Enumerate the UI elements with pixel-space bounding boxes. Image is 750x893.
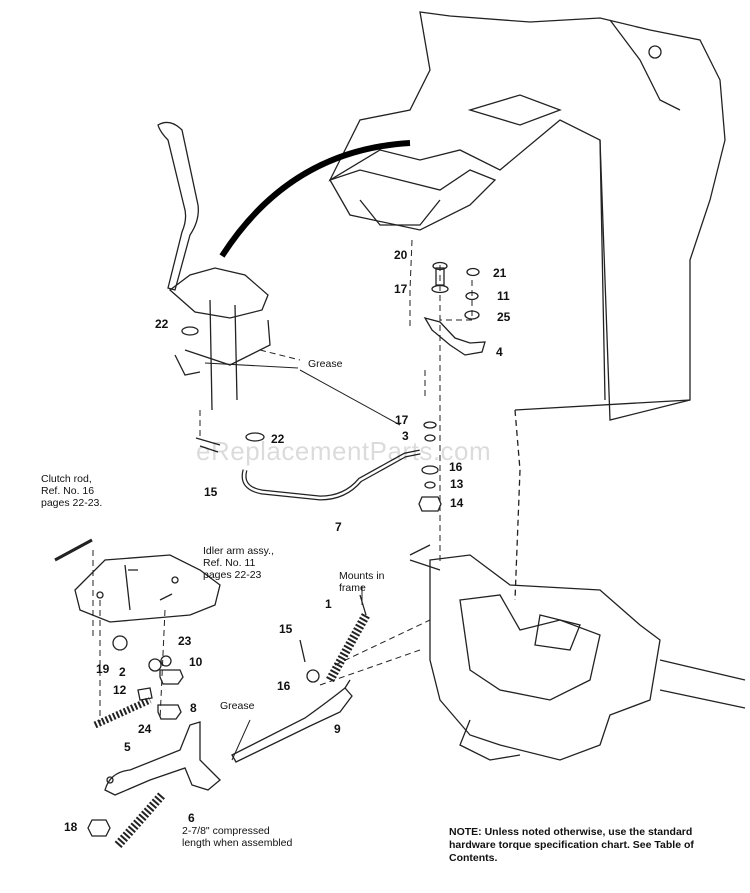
- callout-1: 1: [325, 597, 332, 611]
- clutch-rod: [54, 538, 93, 562]
- callout-8: 8: [190, 701, 197, 715]
- callout-15a: 15: [204, 485, 218, 499]
- spring-rod-assembly: [231, 594, 370, 763]
- callout-4: 4: [496, 345, 503, 359]
- chassis-frame: [328, 11, 726, 601]
- reference-lines: [92, 239, 473, 730]
- callout-6: 6: [188, 811, 195, 825]
- callout-16a: 16: [449, 460, 463, 474]
- transmission: [409, 544, 746, 761]
- callout-22a: 22: [155, 317, 169, 331]
- label-grease-bottom: Grease: [220, 700, 255, 712]
- callout-25: 25: [497, 310, 511, 324]
- callout-5: 5: [124, 740, 131, 754]
- callout-22b: 22: [271, 432, 285, 446]
- callout-12: 12: [113, 683, 127, 697]
- lower-hardware: [87, 635, 221, 848]
- callout-24: 24: [138, 722, 152, 736]
- idler-arm-line-3: pages 22-23: [203, 569, 262, 581]
- mounts-line-1: Mounts in: [339, 570, 385, 582]
- callout-18: 18: [64, 820, 78, 834]
- label-idler-arm: Idler arm assy., Ref. No. 11 pages 22-23: [203, 545, 274, 581]
- callout-21: 21: [493, 266, 507, 280]
- callout-20: 20: [394, 248, 408, 262]
- callout-14: 14: [450, 496, 464, 510]
- compressed-line-1: 2-7/8" compressed: [182, 825, 270, 837]
- callout-2: 2: [119, 665, 126, 679]
- label-clutch-rod: Clutch rod, Ref. No. 16 pages 22-23.: [41, 473, 102, 509]
- mounts-line-2: frame: [339, 582, 366, 594]
- shift-lever: [157, 121, 271, 411]
- callout-16b: 16: [277, 679, 291, 693]
- callout-3: 3: [402, 429, 409, 443]
- callout-17a: 17: [394, 282, 408, 296]
- callout-23: 23: [178, 634, 192, 648]
- clutch-rod-line-3: pages 22-23.: [41, 497, 103, 509]
- callout-7: 7: [335, 520, 342, 534]
- callout-11: 11: [497, 289, 510, 303]
- clutch-rod-line-1: Clutch rod,: [41, 473, 92, 485]
- label-compressed-length: 2-7/8" compressed length when assembled: [182, 825, 292, 849]
- idler-arm-line-2: Ref. No. 11: [203, 557, 256, 569]
- callout-13: 13: [450, 477, 464, 491]
- compressed-line-2: length when assembled: [182, 837, 293, 849]
- label-grease-top: Grease: [308, 358, 343, 370]
- callout-17b: 17: [395, 413, 409, 427]
- torque-note: NOTE: Unless noted otherwise, use the st…: [449, 826, 694, 864]
- hardware-stack: [181, 261, 486, 512]
- label-mounts: Mounts in frame: [339, 570, 385, 594]
- watermark: eReplacementParts.com: [196, 436, 492, 466]
- idler-arm-line-1: Idler arm assy.,: [203, 545, 274, 557]
- clutch-rod-line-2: Ref. No. 16: [41, 485, 95, 497]
- callout-15b: 15: [279, 622, 293, 636]
- callout-19: 19: [96, 662, 110, 676]
- callout-9: 9: [334, 722, 341, 736]
- idler-arm-plate: [74, 554, 221, 623]
- shift-cable: [219, 140, 411, 258]
- callout-10: 10: [189, 655, 203, 669]
